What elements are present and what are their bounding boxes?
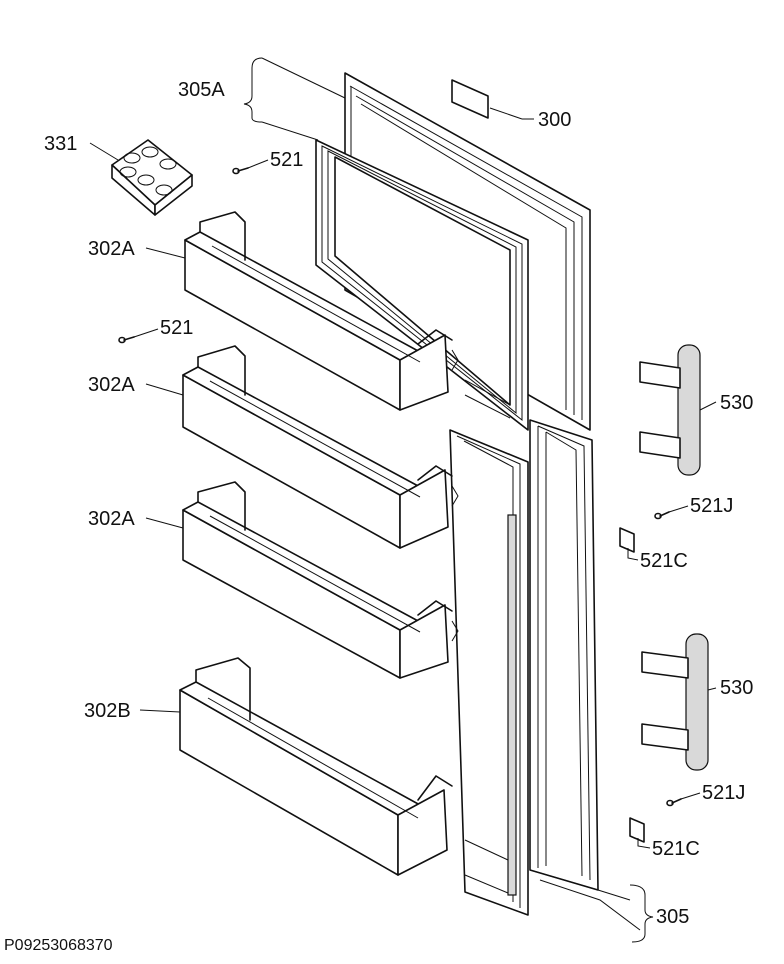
leader-egg-tray: [89, 142, 119, 161]
screw-top: [232, 167, 249, 175]
leader-cover-c-lower: [637, 838, 651, 849]
label-521-top: 521: [270, 149, 303, 171]
handle-upper: [639, 344, 701, 476]
label-302A-2: 302A: [88, 374, 135, 396]
leader-label-plate-2: [489, 107, 523, 120]
fridge-door-gasket: [449, 429, 529, 916]
egg-tray: [111, 139, 193, 216]
fridge-door-outer-panel: [529, 419, 641, 931]
label-302A-3: 302A: [88, 508, 135, 530]
label-530-upper: 530: [720, 392, 753, 414]
brace-fridge-door: [629, 884, 654, 943]
label-300: 300: [538, 109, 571, 131]
label-530-lower: 530: [720, 677, 753, 699]
door-shelf-2: [182, 345, 459, 549]
leader-shelf-2: [145, 383, 184, 396]
leader-screw-mid: [133, 328, 159, 338]
door-shelf-1: [184, 211, 459, 411]
label-521-mid: 521: [160, 317, 193, 339]
screw-j-lower: [666, 798, 682, 807]
leader-shelf-1: [145, 247, 186, 259]
label-305: 305: [656, 906, 689, 928]
handle-lower: [641, 633, 709, 771]
screw-j-upper: [654, 511, 670, 520]
leader-shelf-bottom: [139, 709, 181, 713]
door-shelf-3: [182, 481, 459, 679]
label-305A: 305A: [178, 79, 225, 101]
label-521J-upper: 521J: [690, 495, 733, 517]
label-521J-lower: 521J: [702, 782, 745, 804]
screw-mid: [118, 336, 135, 344]
leader-screw-j-upper: [668, 505, 689, 513]
label-331: 331: [44, 133, 77, 155]
brace-freezer-door: [243, 57, 346, 141]
leader-screw-top: [247, 159, 269, 169]
document-code: P09253068370: [4, 937, 113, 954]
leader-handle-lower: [707, 687, 717, 691]
label-521C-upper: 521C: [640, 550, 688, 572]
label-302A-1: 302A: [88, 238, 135, 260]
door-shelf-bottom: [179, 657, 453, 876]
leader-screw-j-lower: [680, 792, 701, 800]
cover-c-upper: [619, 527, 635, 553]
label-302B: 302B: [84, 700, 131, 722]
cover-c-lower: [629, 817, 645, 843]
freezer-door-label-plate: [451, 79, 489, 119]
label-521C-lower: 521C: [652, 838, 700, 860]
leader-handle-upper: [699, 401, 717, 411]
freezer-door-gasket: [315, 139, 529, 431]
leader-shelf-3: [145, 517, 184, 529]
leader-cover-c-upper: [627, 548, 639, 561]
